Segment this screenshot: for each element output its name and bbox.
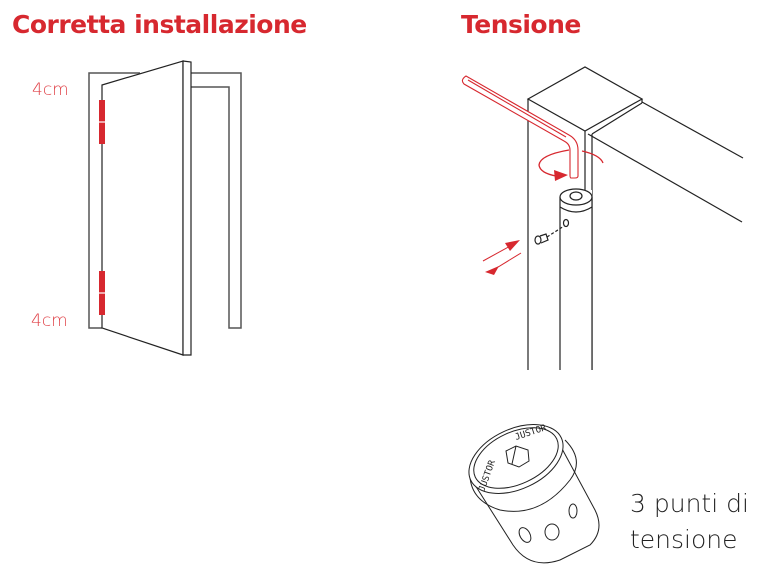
top-hinge-distance-label: 4cm: [32, 80, 69, 100]
caption-line-2: tensione: [630, 525, 738, 554]
frame-corner-illustration: [461, 66, 744, 375]
installation-title: Corretta installazione: [12, 10, 307, 39]
door-panel: [101, 60, 184, 356]
door-frame-left: [88, 72, 140, 329]
tension-caption: 3 punti di tensione: [630, 486, 749, 558]
hinge-bottom: [99, 271, 105, 315]
bottom-hinge-distance-label: 4cm: [31, 311, 68, 331]
door-illustration: [88, 60, 242, 356]
door-edge: [182, 60, 192, 356]
screw-icon: [534, 225, 565, 245]
caption-line-1: 3 punti di: [630, 489, 749, 518]
tension-rod: [559, 188, 593, 375]
tension-title: Tensione: [461, 10, 581, 39]
insert-remove-arrows-icon: [482, 240, 522, 275]
rotate-arrow-icon: [538, 149, 604, 181]
justor-tension-plug-icon: JUSTOR JUSTOR: [468, 423, 600, 564]
hinge-top: [99, 100, 105, 144]
door-frame-right: [191, 72, 242, 329]
allen-key-icon: [461, 75, 579, 179]
